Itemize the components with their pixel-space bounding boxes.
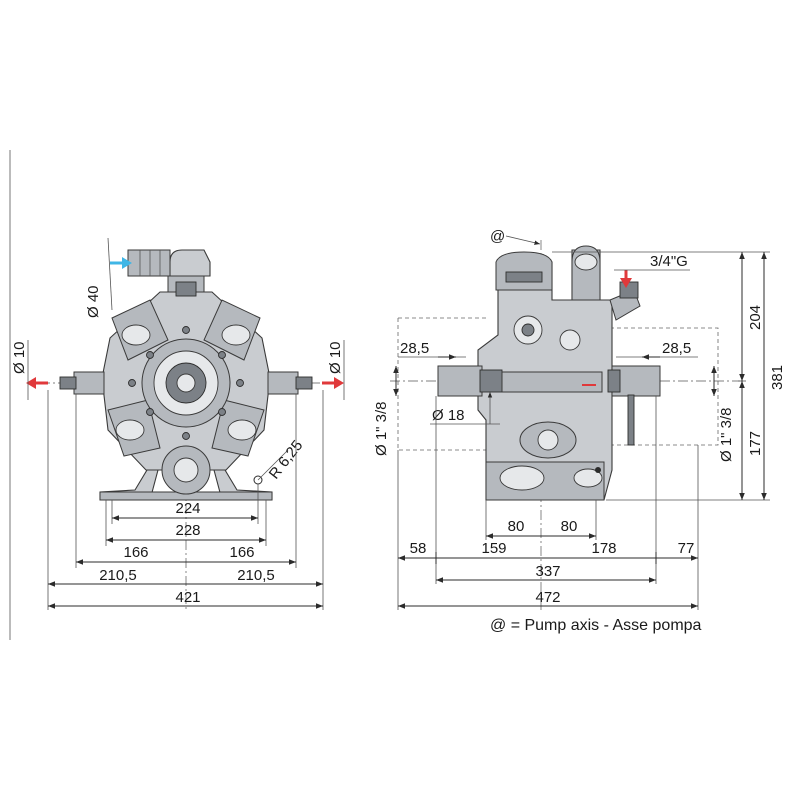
inlet-diameter-leader [107,237,113,311]
dim-80-left-label: 80 [508,518,525,535]
dim-28-left-label: 28,5 [400,340,429,357]
dim-28-right-label: 28,5 [662,340,691,357]
front-inlet-diameter-label: Ø 40 [85,285,102,318]
dim-58-label: 58 [410,540,427,557]
thread-size-label: 3/4"G [650,253,688,270]
side-view: @ 3/4"G 28,5 28,5 Ø 18 Ø 1" 3/8 Ø 1" 3/8… [373,228,786,634]
hidden-outline-left [397,317,486,451]
right-port-diameter-label: Ø 1" 3/8 [718,407,735,462]
dim-228-label: 228 [175,522,200,539]
dim-224-label: 224 [175,500,200,517]
front-left-outlet-diameter-label: Ø 10 [11,341,28,374]
front-pump-housing [59,249,313,495]
dim-381-label: 381 [769,365,786,390]
dim-159-label: 159 [481,540,506,557]
side-pump-body [437,245,661,501]
dim-80-right-label: 80 [561,518,578,535]
front-view: Ø 40 Ø 10 Ø 10 R 6,25 224 228 166 166 21… [11,237,345,610]
dim-421-label: 421 [175,589,200,606]
right-outlet-arrowhead-icon [334,377,344,389]
dim-166-right-label: 166 [229,544,254,561]
left-outlet-arrowhead-icon [26,377,36,389]
dim-210-left-label: 210,5 [99,567,137,584]
shaft-diameter-label: Ø 18 [432,407,465,424]
dim-204-label: 204 [747,305,764,330]
dim-166-left-label: 166 [123,544,148,561]
dim-178-label: 178 [591,540,616,557]
front-right-outlet-diameter-label: Ø 10 [327,341,344,374]
inlet-arrowhead-icon [122,257,132,269]
dim-472-label: 472 [535,589,560,606]
dim-337-label: 337 [535,563,560,580]
left-port-diameter-label: Ø 1" 3/8 [373,401,390,456]
dim-210-right-label: 210,5 [237,567,275,584]
dim-77-label: 77 [678,540,695,557]
pump-axis-legend: @ = Pump axis - Asse pompa [490,617,702,634]
axis-symbol-label: @ [490,228,505,245]
mount-radius-label: R 6,25 [266,437,307,482]
dim-177-label: 177 [747,431,764,456]
thread-arrowhead-icon [620,278,632,288]
